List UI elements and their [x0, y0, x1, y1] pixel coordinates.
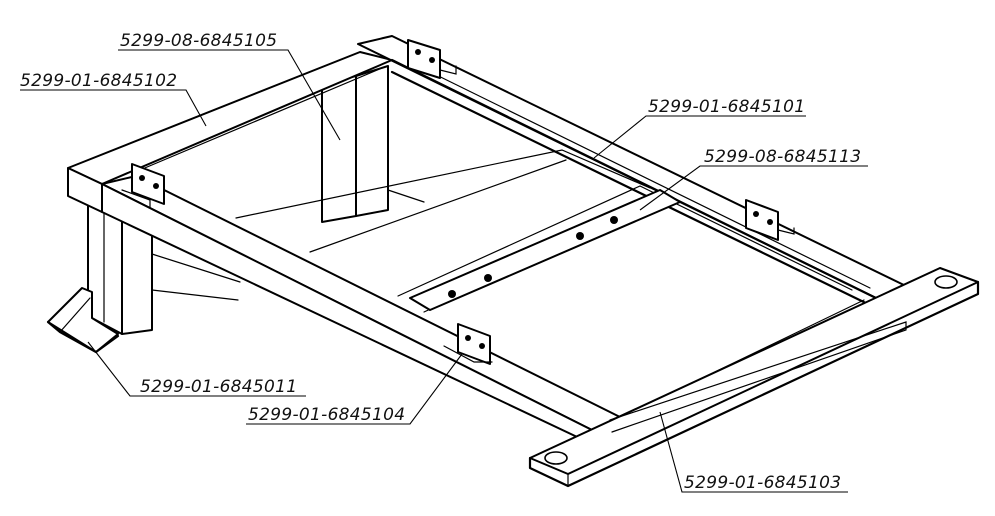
mount-bracket-rear [407, 39, 457, 79]
frame-structure [46, 35, 980, 488]
strip-hole [484, 274, 492, 282]
strip-hole [610, 216, 618, 224]
label-cross-strip: 5299-08-6845113 [704, 147, 861, 167]
front-rail [528, 267, 980, 488]
cross-strip [409, 189, 681, 311]
strip-hole [576, 232, 584, 240]
leader-mount-bracket [246, 353, 463, 425]
label-front-rail: 5299-01-6845103 [684, 473, 841, 493]
label-foot-support: 5299-01-6845011 [140, 377, 297, 397]
strip-hole [448, 290, 456, 298]
label-mount-bracket: 5299-01-6845104 [248, 405, 405, 425]
label-top-right-beam: 5299-01-6845101 [648, 97, 805, 117]
mount-bracket-left [121, 163, 165, 209]
mount-bracket-front [443, 323, 493, 365]
leader-lines [20, 49, 868, 493]
leader-top-right-beam [593, 115, 806, 159]
leader-left-beam [20, 89, 207, 127]
leader-foot-support [87, 341, 306, 397]
label-left-beam: 5299-01-6845102 [20, 71, 177, 91]
part-labels: 5299-08-6845105 5299-01-6845102 5299-01-… [20, 31, 861, 493]
leader-cross-strip [639, 165, 868, 211]
leader-front-rail [659, 411, 848, 493]
front-beam [101, 175, 627, 445]
rail-hole [544, 451, 568, 465]
rail-hole [934, 275, 958, 289]
mount-bracket-right [745, 199, 795, 241]
rear-support-post [321, 65, 425, 223]
leader-rear-beam [118, 49, 341, 141]
label-rear-beam: 5299-08-6845105 [120, 31, 277, 51]
